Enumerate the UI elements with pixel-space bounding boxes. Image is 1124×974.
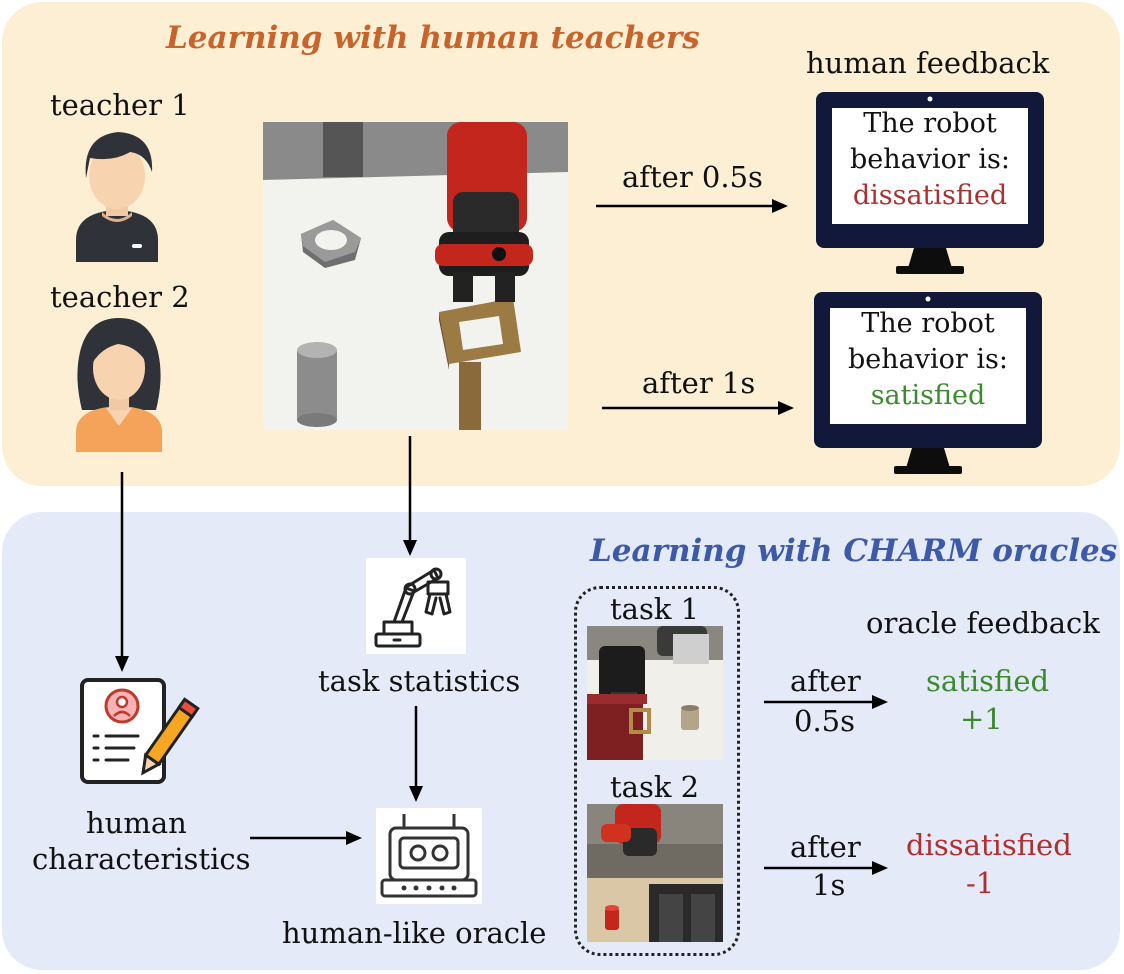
task1-arrow-label-top: after xyxy=(790,664,861,698)
arrow-to-monitor1 xyxy=(596,196,788,216)
human-teachers-title: Learning with human teachers xyxy=(166,20,700,56)
charm-oracles-panel xyxy=(2,512,1120,970)
task1-result: satisfied xyxy=(926,664,1050,698)
profile-document-icon xyxy=(78,676,200,786)
monitor1-result: dissatisfied xyxy=(852,180,1008,211)
human-characteristics-line2: characteristics xyxy=(32,842,251,876)
task1-scene-image xyxy=(587,626,723,760)
arrow-task2-feedback xyxy=(764,858,888,878)
monitor2-line2: behavior is: xyxy=(848,344,1008,375)
human-feedback-label: human feedback xyxy=(806,46,1050,80)
teacher2-label: teacher 2 xyxy=(50,280,190,314)
task1-label: task 1 xyxy=(610,592,700,626)
monitor2-text: The robot behavior is: satisfied xyxy=(832,306,1024,414)
monitor1-line1: The robot xyxy=(863,108,997,139)
arrow-statistics-to-oracle xyxy=(406,706,426,802)
monitor2: The robot behavior is: satisfied xyxy=(814,292,1042,476)
arrow-characteristics-to-oracle xyxy=(250,828,362,848)
human-like-oracle-label: human-like oracle xyxy=(282,916,547,950)
monitor2-result: satisfied xyxy=(870,380,986,411)
teacher2-avatar-icon xyxy=(74,318,164,452)
monitor2-line1: The robot xyxy=(861,308,995,339)
task2-reward: -1 xyxy=(966,866,995,900)
task1-arrow-label-bottom: 0.5s xyxy=(794,704,856,738)
task2-result: dissatisfied xyxy=(906,828,1072,862)
task-statistics-label: task statistics xyxy=(318,664,521,698)
robot-scene-image xyxy=(263,122,568,430)
teacher1-avatar-icon xyxy=(72,128,162,262)
task1-reward: +1 xyxy=(960,702,1003,736)
monitor1-text: The robot behavior is: dissatisfied xyxy=(834,106,1026,214)
tasks-container xyxy=(574,586,740,956)
task2-label: task 2 xyxy=(610,770,700,804)
arrow-task1-feedback xyxy=(764,692,888,712)
task2-arrow-label-top: after xyxy=(790,830,861,864)
robot-arm-icon xyxy=(366,558,466,654)
monitor1: The robot behavior is: dissatisfied xyxy=(816,92,1044,276)
arrow-label-1s: after 1s xyxy=(642,366,756,400)
charm-oracles-title: Learning with CHARM oracles xyxy=(590,533,1118,569)
arrow-scene-to-task-statistics xyxy=(400,436,420,556)
oracle-feedback-label: oracle feedback xyxy=(866,606,1100,640)
arrow-label-0-5s: after 0.5s xyxy=(622,160,763,194)
task2-scene-image xyxy=(587,804,723,942)
monitor1-line2: behavior is: xyxy=(850,144,1010,175)
arrow-teachers-to-characteristics xyxy=(112,472,132,672)
oracle-robot-icon xyxy=(376,808,482,904)
task2-arrow-label-bottom: 1s xyxy=(812,868,846,902)
human-characteristics-line1: human xyxy=(86,806,187,840)
arrow-to-monitor2 xyxy=(602,398,794,418)
teacher1-label: teacher 1 xyxy=(50,88,190,122)
